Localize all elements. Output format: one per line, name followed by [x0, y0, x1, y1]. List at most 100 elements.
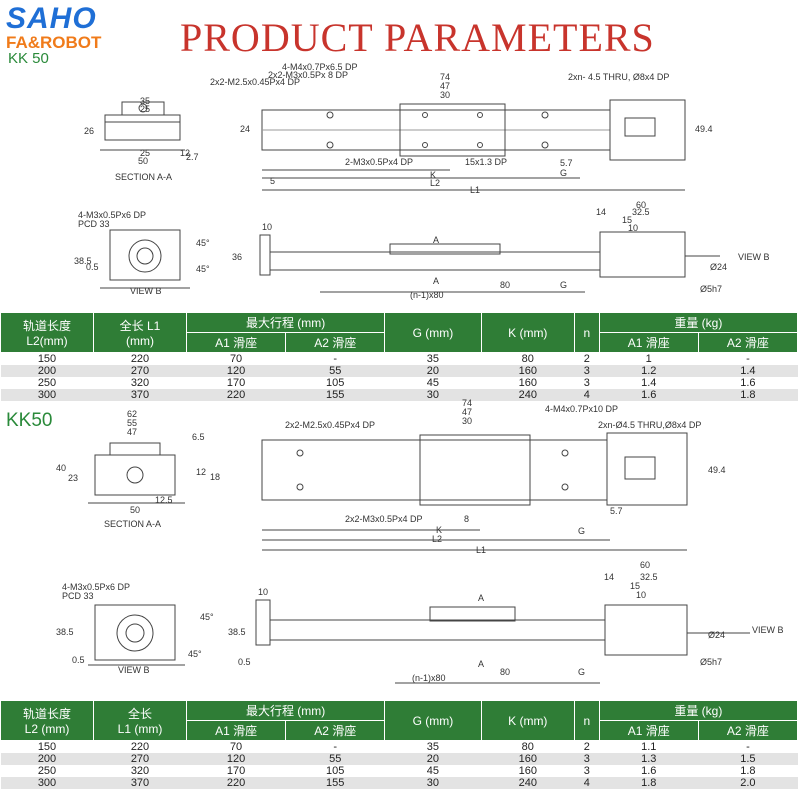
col-stroke-a2-2: A2 滑座: [285, 720, 386, 741]
table-cell: -: [285, 352, 385, 365]
dim-30: 30: [440, 90, 450, 100]
dim-l2-2: L2: [432, 534, 442, 544]
view-b-arrow-label: VIEW B: [738, 252, 770, 262]
dim-24: 24: [240, 124, 250, 134]
table-cell: 1.4: [698, 365, 798, 377]
table-cell: 370: [93, 389, 187, 401]
table-cell: 270: [93, 365, 187, 377]
dim-dia-5h7: Ø5h7: [700, 284, 722, 294]
marker-a-top-2: A: [478, 593, 484, 603]
col-rail-length-2: 轨道长度 L2 (mm): [0, 700, 94, 741]
dim-80: 80: [500, 280, 510, 290]
table-cell: 300: [0, 777, 94, 789]
dim-45-bottom-2: 45°: [188, 649, 202, 659]
table-cell: 55: [285, 365, 385, 377]
dim-18: 18: [210, 472, 220, 482]
col-weight-a1: A1 滑座: [598, 332, 699, 353]
table-cell: 160: [481, 365, 575, 377]
table-cell: 30: [384, 389, 482, 401]
table-cell: 20: [384, 753, 482, 765]
drawing-2: 62 55 47 6.5 40 23 12.5 12 18 50 SECTION…: [56, 398, 784, 684]
dim-38-5-side: 38.5: [228, 627, 246, 637]
table-cell: 4: [574, 777, 600, 789]
dim-55: 55: [127, 418, 137, 428]
dim-45-top: 45°: [196, 238, 210, 248]
dim-6-5: 6.5: [192, 432, 205, 442]
table-cell: 270: [93, 753, 187, 765]
label-m25: 2x2-M2.5x0.45Px4 DP: [210, 77, 300, 87]
brand-logo: SAHO FA&ROBOT: [6, 4, 156, 52]
dim-26: 26: [84, 126, 94, 136]
table-cell: 1.8: [698, 765, 798, 777]
dim-dia-24-2: Ø24: [708, 630, 725, 640]
logo-brand-text: SAHO: [6, 2, 97, 35]
dim-l1-2: L1: [476, 545, 486, 555]
dim-8: 8: [464, 514, 469, 524]
table-cell: 80: [481, 740, 575, 753]
col-max-stroke: 最大行程 (mm): [185, 312, 386, 333]
table-cell: 320: [93, 377, 187, 389]
label-pcd-holes-2: 4-M3x0.5Px6 DP: [62, 582, 130, 592]
dim-5-7-2: 5.7: [610, 506, 623, 516]
dim-50-s: 50: [130, 505, 140, 515]
col-stroke-a1-2: A1 滑座: [185, 720, 287, 741]
table-cell: 35: [384, 740, 482, 753]
table-cell: 1.6: [599, 765, 699, 777]
label-slot: 15x1.3 DP: [465, 157, 507, 167]
label-pitch: (n-1)x80: [410, 290, 444, 300]
table-cell: 220: [186, 389, 286, 401]
col-stroke-a1: A1 滑座: [185, 332, 287, 353]
dim-32-5-2: 32.5: [640, 572, 658, 582]
col-weight-2: 重量 (kg): [598, 700, 799, 721]
label-m4: 4-M4x0.7Px6.5 DP: [282, 62, 358, 72]
table-cell: 45: [384, 765, 482, 777]
dim-12-5: 12.5: [155, 495, 173, 505]
table-cell: -: [285, 740, 385, 753]
table-cell: 2.0: [698, 777, 798, 789]
dim-g: G: [560, 168, 567, 178]
section-view-2: [88, 442, 185, 504]
table-cell: 70: [186, 352, 286, 365]
col-weight-a1-2: A1 滑座: [598, 720, 699, 741]
dim-dia-5h7-2: Ø5h7: [700, 657, 722, 667]
dim-k: K: [430, 170, 436, 180]
table-cell: 170: [186, 765, 286, 777]
dim-47-2: 47: [462, 407, 472, 417]
model-label-1: KK 50: [8, 50, 49, 67]
dim-14-2: 14: [604, 572, 614, 582]
dim-35: 35: [140, 96, 150, 106]
table-cell: 220: [93, 740, 187, 753]
label-m25-2: 2x2-M2.5x0.45Px4 DP: [285, 420, 375, 430]
table-cell: 170: [186, 377, 286, 389]
table-cell: 120: [186, 365, 286, 377]
table-cell: 55: [285, 753, 385, 765]
table-cell: 1.2: [599, 365, 699, 377]
table-cell: 1.8: [698, 389, 798, 401]
marker-a-top: A: [433, 235, 439, 245]
table-cell: 370: [93, 777, 187, 789]
table-cell: 200: [0, 365, 94, 377]
table-cell: 4: [574, 389, 600, 401]
model-label-2: KK50: [6, 410, 53, 431]
table-cell: 1.8: [599, 777, 699, 789]
table-cell: 240: [481, 777, 575, 789]
dim-80-2: 80: [500, 667, 510, 677]
table-cell: 150: [0, 740, 94, 753]
dim-25: 25: [140, 148, 150, 158]
page-title: PRODUCT PARAMETERS: [180, 15, 655, 60]
table-cell: 240: [481, 389, 575, 401]
marker-a-bottom: A: [433, 276, 439, 286]
table-cell: 3: [574, 753, 600, 765]
dim-45-bottom: 45°: [196, 264, 210, 274]
label-pitch-2: (n-1)x80: [412, 673, 446, 683]
table-cell: 160: [481, 377, 575, 389]
dim-12: 12: [180, 148, 190, 158]
table-cell: 1: [599, 352, 699, 365]
table-cell: 150: [0, 352, 94, 365]
table-cell: 1.4: [599, 377, 699, 389]
dim-10: 10: [262, 222, 272, 232]
table-cell: 220: [93, 352, 187, 365]
